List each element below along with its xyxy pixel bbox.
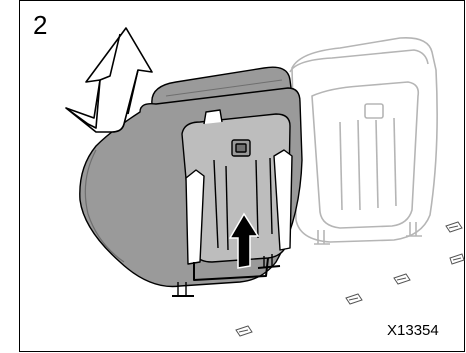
figure-code: X13354 [387, 323, 439, 338]
ghost-seatback [290, 38, 437, 244]
